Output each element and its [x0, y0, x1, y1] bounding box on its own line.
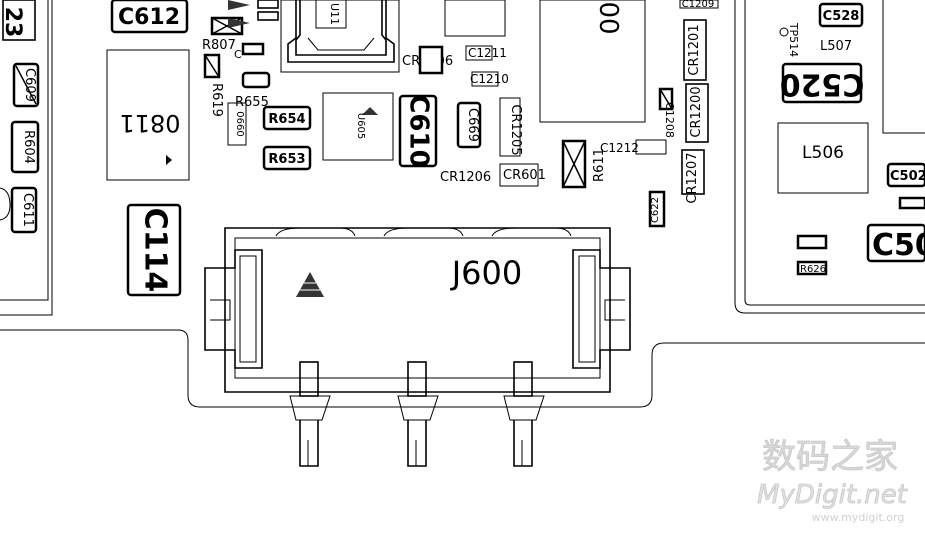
r655-label: R655 — [235, 95, 269, 110]
c609-label: C609 — [22, 68, 37, 102]
c50-label: C50 — [872, 228, 925, 263]
r654-label: R654 — [268, 112, 305, 127]
j600-label: J600 — [450, 254, 523, 292]
right-parts: TP514 C528 L507 C520 L506 C502 C50 R626 — [779, 2, 925, 276]
left-parts: 23 C609 R604 C611 — [0, 0, 40, 234]
cr601-label: CR601 — [503, 168, 546, 183]
ic-0811: 0811 — [106, 49, 190, 181]
c1208-label: C1208 — [663, 102, 676, 138]
c610-label: C610 — [404, 94, 434, 167]
cr1201-label: CR1201 — [687, 24, 702, 75]
c520-label: C520 — [780, 67, 865, 102]
watermark-url: www.mydigit.org — [812, 511, 905, 524]
ic-00-label: 00 — [593, 1, 623, 34]
mid-parts: 00 CR1206 C1211 C1210 C669 CR1205 CR1206… — [402, 0, 719, 228]
c610-part: C610 — [398, 94, 438, 168]
watermark: 数码之家 MyDigit.net www.mydigit.org — [757, 437, 909, 524]
r626-label: R626 — [800, 264, 826, 275]
c114-label: C114 — [138, 208, 173, 293]
c612-label: C612 — [118, 5, 180, 30]
c502-label: C502 — [890, 169, 925, 184]
u605-part: U605 — [322, 92, 394, 161]
c612-part: C612 — [110, 0, 189, 34]
j600-connector: J600 — [204, 227, 631, 467]
l507-label: L507 — [820, 39, 852, 54]
c622-label: C622 — [650, 197, 661, 223]
ic-0811-label: 0811 — [119, 109, 180, 137]
u605-label: U605 — [355, 113, 366, 139]
svg-text:C: C — [234, 48, 242, 61]
r654-r653: R654 R653 — [262, 105, 312, 171]
c611-label: C611 — [20, 193, 35, 227]
c23-label: 23 — [0, 7, 25, 38]
c1212-label: C1212 — [600, 141, 639, 155]
r653-label: R653 — [268, 152, 305, 167]
small-parts-top: R807 C R619 R655 0660 — [202, 0, 279, 146]
r619-label: R619 — [209, 83, 224, 117]
cr1200-label: CR1200 — [689, 86, 704, 137]
board-outline — [0, 0, 925, 408]
u11-part: U11 — [280, 0, 400, 73]
c1210-label: C1210 — [470, 72, 509, 86]
c114-part: C114 — [126, 203, 182, 297]
cr1205-label: CR1205 — [508, 104, 523, 155]
c669-label: C669 — [465, 108, 480, 142]
r807-label: R807 — [202, 38, 236, 53]
r611-label: R611 — [592, 148, 607, 182]
u11-label: U11 — [328, 3, 341, 25]
cr1207-label: CR1207 — [685, 152, 700, 203]
watermark-cn: 数码之家 — [762, 437, 898, 477]
r604-label: R604 — [21, 130, 36, 164]
c1211-label: C1211 — [468, 46, 507, 60]
c528-label: C528 — [823, 9, 860, 24]
watermark-en: MyDigit.net — [757, 480, 908, 510]
c1209-label: C1209 — [682, 0, 714, 10]
svg-text:0660: 0660 — [234, 111, 245, 136]
cr1206-mirror-label: CR1206 — [440, 170, 491, 185]
l506-label: L506 — [802, 143, 844, 163]
tp514-label: TP514 — [787, 22, 800, 57]
